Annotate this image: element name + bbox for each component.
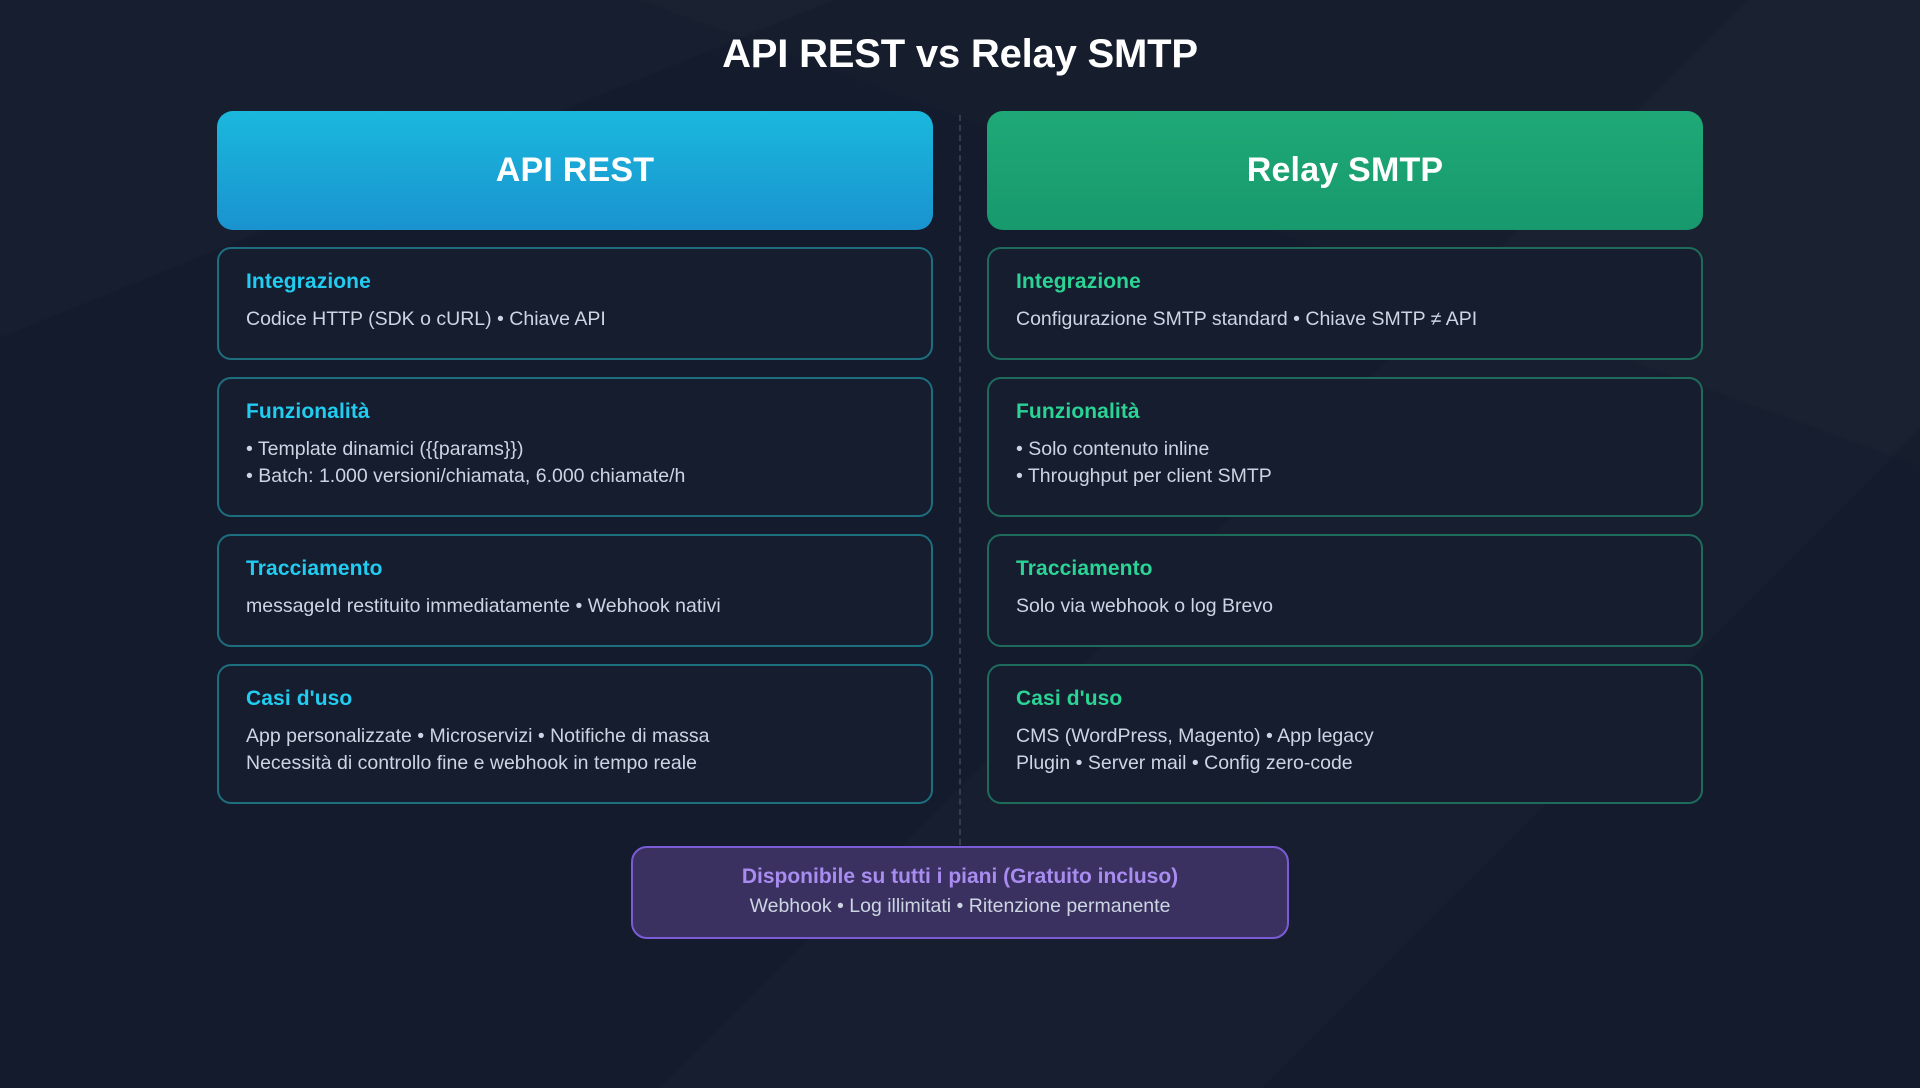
card-line: • Template dinamici ({{params}}) xyxy=(246,437,524,460)
column-api-rest: API REST Integrazione Codice HTTP (SDK o… xyxy=(190,111,960,805)
card-line: messageId restituito immediatamente • We… xyxy=(246,595,721,618)
card-title: Funzionalità xyxy=(246,399,370,423)
availability-badge-subtitle: Webhook • Log illimitati • Ritenzione pe… xyxy=(749,895,1171,918)
card-title: Casi d'uso xyxy=(1016,686,1123,710)
card-smtp-tracciamento: Tracciamento Solo via webhook o log Brev… xyxy=(987,534,1703,647)
card-api-integrazione: Integrazione Codice HTTP (SDK o cURL) • … xyxy=(217,247,933,360)
card-line: • Batch: 1.000 versioni/chiamata, 6.000 … xyxy=(246,465,686,488)
card-api-tracciamento: Tracciamento messageId restituito immedi… xyxy=(217,534,933,647)
comparison-columns: API REST Integrazione Codice HTTP (SDK o… xyxy=(0,111,1920,845)
column-header-api-rest: API REST xyxy=(217,111,933,230)
page-title: API REST vs Relay SMTP xyxy=(722,32,1198,76)
card-api-casi-duso: Casi d'uso App personalizzate • Microser… xyxy=(217,663,933,805)
card-line: • Solo contenuto inline xyxy=(1016,437,1210,460)
card-smtp-funzionalita: Funzionalità • Solo contenuto inline • T… xyxy=(987,376,1703,518)
card-title: Casi d'uso xyxy=(246,686,353,710)
card-title: Funzionalità xyxy=(1016,399,1140,423)
column-header-relay-smtp: Relay SMTP xyxy=(987,111,1703,230)
card-title: Integrazione xyxy=(1016,270,1141,293)
card-smtp-casi-duso: Casi d'uso CMS (WordPress, Magento) • Ap… xyxy=(987,663,1703,805)
card-title: Tracciamento xyxy=(1016,557,1153,581)
card-line: Plugin • Server mail • Config zero-code xyxy=(1016,752,1353,775)
card-line: • Throughput per client SMTP xyxy=(1016,465,1272,488)
card-line: Configurazione SMTP standard • Chiave SM… xyxy=(1016,308,1478,330)
card-line: Solo via webhook o log Brevo xyxy=(1016,595,1273,618)
availability-badge: Disponibile su tutti i piani (Gratuito i… xyxy=(631,846,1289,940)
card-title: Integrazione xyxy=(246,270,371,293)
column-divider xyxy=(959,115,961,845)
availability-badge-title: Disponibile su tutti i piani (Gratuito i… xyxy=(741,865,1179,889)
card-api-funzionalita: Funzionalità • Template dinamici ({{para… xyxy=(217,376,933,518)
card-line: Necessità di controllo fine e webhook in… xyxy=(246,752,697,775)
card-line: App personalizzate • Microservizi • Noti… xyxy=(246,724,710,747)
card-line: CMS (WordPress, Magento) • App legacy xyxy=(1016,724,1374,747)
footer-area: Disponibile su tutti i piani (Gratuito i… xyxy=(0,846,1920,940)
column-relay-smtp: Relay SMTP Integrazione Configurazione S… xyxy=(960,111,1730,805)
card-smtp-integrazione: Integrazione Configurazione SMTP standar… xyxy=(987,247,1703,360)
card-title: Tracciamento xyxy=(246,557,383,581)
card-line: Codice HTTP (SDK o cURL) • Chiave API xyxy=(246,308,606,330)
